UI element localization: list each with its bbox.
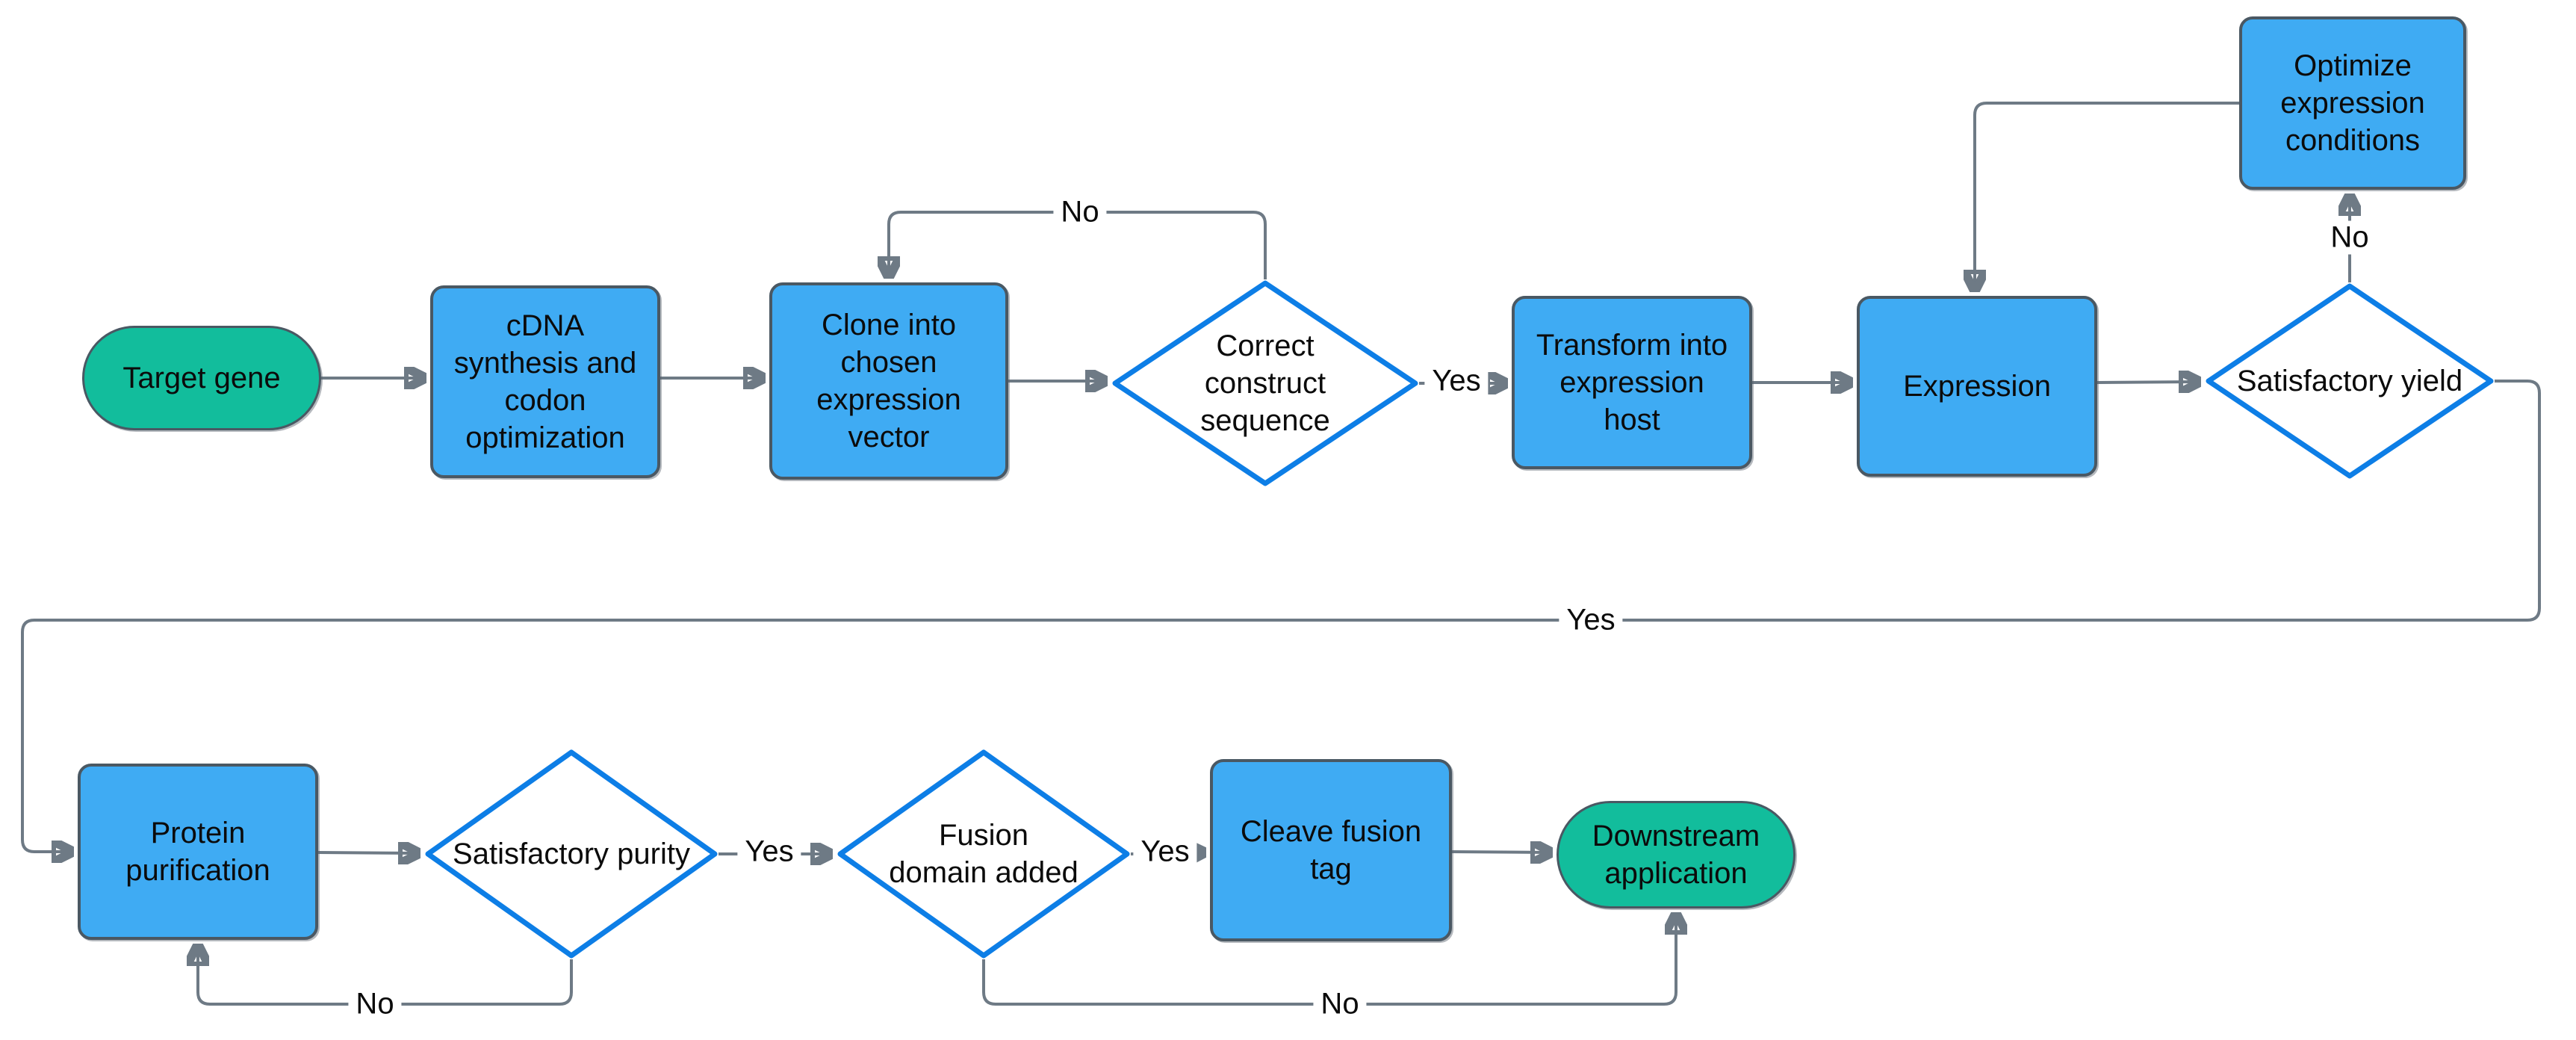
edge-label-yes-construct: Yes bbox=[1424, 364, 1489, 398]
node-satisfactory-yield: Satisfactory yield bbox=[2205, 282, 2495, 480]
decision-label: Satisfactory yield bbox=[2236, 365, 2463, 397]
node-cleave-fusion-tag: Cleave fusion tag bbox=[1210, 759, 1452, 941]
decision-diamond-shape bbox=[2206, 283, 2494, 479]
decision-diamond-shape bbox=[425, 749, 718, 959]
node-downstream-application: Downstream application bbox=[1557, 801, 1796, 909]
edge-expression-to-yield bbox=[2097, 382, 2199, 383]
node-optimize-conditions: Optimize expression conditions bbox=[2239, 16, 2466, 190]
node-clone-vector: Clone into chosen expression vector bbox=[769, 282, 1008, 480]
edge-label-no-construct: No bbox=[1053, 195, 1107, 229]
decision-label: Satisfactory purity bbox=[453, 838, 690, 870]
decision-diamond-shape bbox=[837, 749, 1130, 959]
node-transform-host: Transform into expression host bbox=[1512, 296, 1752, 469]
node-protein-purification: Protein purification bbox=[78, 764, 318, 940]
edge-optimize-to-expression bbox=[1975, 102, 2239, 290]
decision-label: Fusion domain added bbox=[889, 819, 1078, 889]
edge-label-no-yield: No bbox=[2323, 220, 2377, 255]
decision-label: Correct construct sequence bbox=[1200, 329, 1330, 437]
node-target-gene: Target gene bbox=[82, 326, 321, 430]
decision-diamond-shape bbox=[1112, 280, 1418, 486]
node-correct-construct-sequence: Correct construct sequence bbox=[1111, 279, 1419, 487]
edge-label-yes-yield: Yes bbox=[1559, 603, 1623, 637]
edge-label-yes-purity: Yes bbox=[737, 835, 801, 869]
edge-label-yes-fusion: Yes bbox=[1133, 835, 1197, 869]
edge-label-no-purity: No bbox=[348, 987, 402, 1021]
node-expression: Expression bbox=[1857, 296, 2097, 477]
node-cdna-synthesis: cDNA synthesis and codon optimization bbox=[430, 285, 660, 478]
edge-label-no-fusion: No bbox=[1313, 987, 1367, 1021]
node-satisfactory-purity: Satisfactory purity bbox=[424, 749, 719, 959]
edge-purification-to-purity bbox=[317, 852, 418, 853]
edge-yield-yes-long bbox=[21, 380, 2541, 852]
node-fusion-domain-added: Fusion domain added bbox=[837, 749, 1131, 959]
